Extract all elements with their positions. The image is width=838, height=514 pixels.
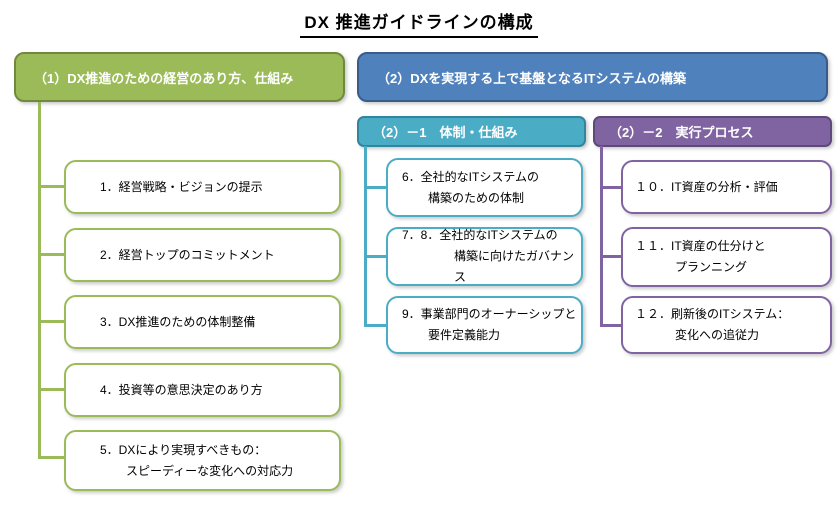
connector-middle-branch-1 bbox=[364, 186, 387, 189]
item-box-6: 6．全社的なITシステムの 構築のための体制 bbox=[386, 158, 583, 217]
item-6-label-line2: 構築のための体制 bbox=[428, 190, 525, 205]
section2-2-header: （2）－2 実行プロセス bbox=[593, 116, 832, 147]
item-7-8-label-line1: 7．8．全社的なITシステムの bbox=[402, 228, 558, 242]
item-11-label-line2: プランニング bbox=[675, 260, 748, 274]
connector-left-branch-5 bbox=[38, 456, 65, 459]
item-7-8-label-line2: 構築に向けたガバナンス bbox=[454, 249, 575, 284]
item-box-7-8: 7．8．全社的なITシステムの 構築に向けたガバナンス bbox=[386, 227, 583, 286]
connector-right-branch-1 bbox=[600, 186, 622, 189]
connector-left-branch-4 bbox=[38, 388, 65, 391]
section2-header-label: （2）DXを実現する上で基盤となるITシステムの構築 bbox=[377, 70, 687, 86]
item-9-label-line1: 9．事業部門のオーナーシップと bbox=[402, 307, 577, 321]
connector-left-branch-2 bbox=[38, 253, 65, 256]
item-10-label: １０．IT資産の分析・評価 bbox=[635, 179, 778, 194]
item-5-label-line1: 5．DXにより実現すべきもの： bbox=[100, 442, 267, 457]
section2-header: （2）DXを実現する上で基盤となるITシステムの構築 bbox=[357, 52, 828, 102]
item-box-3: 3．DX推進のための体制整備 bbox=[64, 295, 341, 349]
section2-1-header: （2）－1 体制・仕組み bbox=[357, 116, 586, 147]
section2-2-header-label: （2）－2 実行プロセス bbox=[609, 125, 754, 140]
section2-1-header-label: （2）－1 体制・仕組み bbox=[373, 125, 518, 140]
item-box-11: １１．IT資産の仕分けと プランニング bbox=[621, 227, 832, 287]
item-5-label-line2: スピーディーな変化への対応力 bbox=[126, 463, 294, 478]
item-6-label-line1: 6．全社的なITシステムの bbox=[402, 169, 539, 184]
item-2-label: 2．経営トップのコミットメント bbox=[100, 247, 275, 262]
connector-left-branch-1 bbox=[38, 185, 65, 188]
item-9-label-line2: 要件定義能力 bbox=[428, 328, 501, 342]
item-1-label: 1．経営戦略・ビジョンの提示 bbox=[100, 179, 263, 194]
item-box-2: 2．経営トップのコミットメント bbox=[64, 228, 341, 282]
connector-right-branch-3 bbox=[600, 324, 622, 327]
connector-middle-vertical bbox=[364, 146, 367, 327]
item-box-4: 4．投資等の意思決定のあり方 bbox=[64, 363, 341, 417]
section1-header-label: （1）DX推進のための経営のあり方、仕組み bbox=[34, 70, 294, 86]
connector-left-vertical bbox=[38, 102, 41, 458]
connector-right-vertical bbox=[600, 146, 603, 327]
connector-middle-branch-3 bbox=[364, 324, 387, 327]
title-area: DX 推進ガイドラインの構成 bbox=[0, 8, 838, 38]
item-box-12: １２．刷新後のITシステム： 変化への追従力 bbox=[621, 296, 832, 354]
connector-right-branch-2 bbox=[600, 255, 622, 258]
item-3-label: 3．DX推進のための体制整備 bbox=[100, 314, 256, 329]
item-12-label-line2: 変化への追従力 bbox=[675, 328, 760, 342]
item-box-9: 9．事業部門のオーナーシップと 要件定義能力 bbox=[386, 296, 583, 354]
connector-left-branch-3 bbox=[38, 320, 65, 323]
item-box-5: 5．DXにより実現すべきもの： スピーディーな変化への対応力 bbox=[64, 430, 341, 491]
item-11-label-line1: １１．IT資産の仕分けと bbox=[635, 239, 766, 253]
item-box-10: １０．IT資産の分析・評価 bbox=[621, 160, 832, 214]
page-title: DX 推進ガイドラインの構成 bbox=[300, 8, 538, 38]
section1-header: （1）DX推進のための経営のあり方、仕組み bbox=[14, 52, 345, 102]
item-4-label: 4．投資等の意思決定のあり方 bbox=[100, 382, 263, 397]
connector-middle-branch-2 bbox=[364, 255, 387, 258]
item-box-1: 1．経営戦略・ビジョンの提示 bbox=[64, 160, 341, 214]
item-12-label-line1: １２．刷新後のITシステム： bbox=[635, 307, 790, 321]
